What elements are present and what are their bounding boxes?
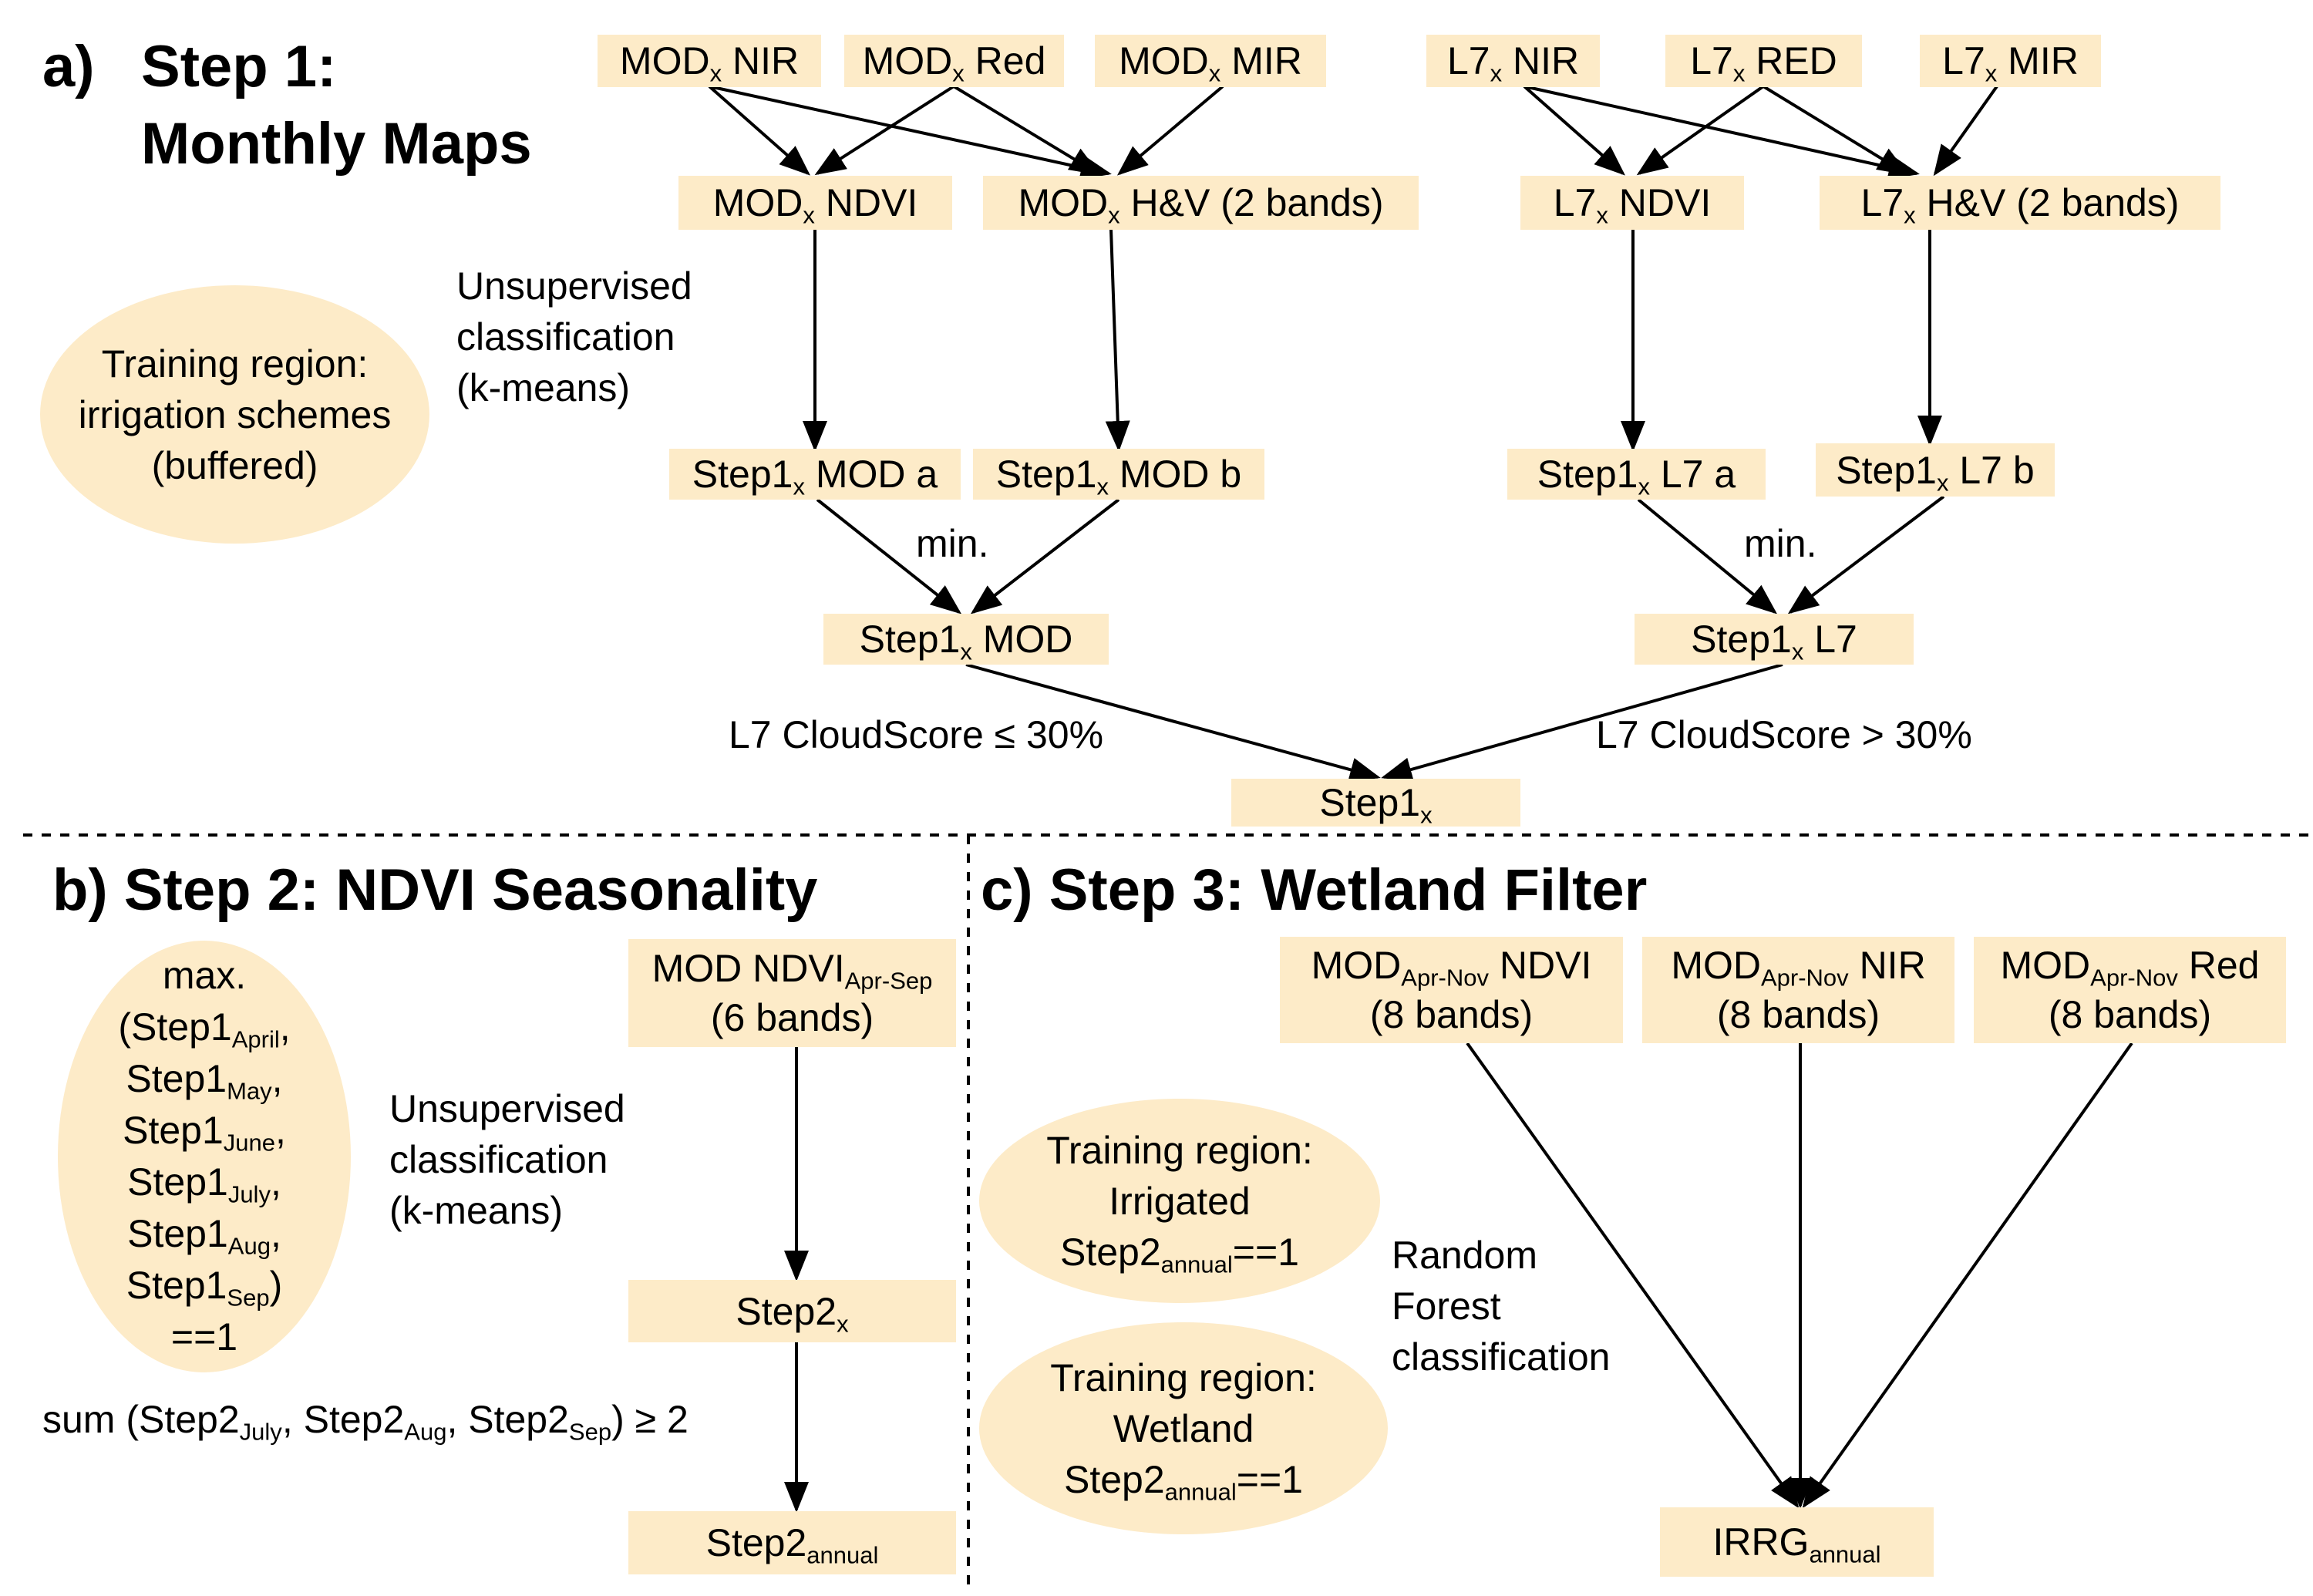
step3-nir-box: MODApr-Nov NIR (8 bands) (1642, 937, 1954, 1043)
step1-mod-a-box: Step1x MOD a (669, 449, 961, 500)
step1-l7-box: Step1x L7 (1635, 614, 1914, 665)
arrow-step1-mod-to-step1x (965, 663, 1381, 782)
mod-mir-box: MODx MIR (1095, 35, 1326, 87)
step3-ndvi-box: MODApr-Nov NDVI (8 bands) (1280, 937, 1623, 1043)
min-label-left: min. (916, 522, 989, 565)
mod-nir-box: MODx NIR (598, 35, 821, 87)
step1-mod-b-box: Step1x MOD b (973, 449, 1264, 500)
step2-annual-box: Step2annual (628, 1511, 956, 1574)
arrow-l7-nir-to-l7-hv (1523, 85, 1920, 180)
step2-max-ellipse: max. (Step1April, Step1May, Step1June, S… (58, 941, 351, 1372)
mod-ndvi-box: MODx NDVI (678, 176, 952, 230)
arrow-step1-mod-b-to-step1-mod (970, 498, 1120, 614)
heading-a-line1: Step 1: (141, 34, 337, 99)
step2-sum-label: sum (Step2July, Step2Aug, Step2Sep) ≥ 2 (42, 1398, 689, 1446)
heading-a-letter: a) (42, 34, 95, 99)
heading-c: c) Step 3: Wetland Filter (981, 857, 1648, 923)
arrow-step1-l7-a-to-step1-l7 (1637, 498, 1778, 614)
heading-b: b) Step 2: NDVI Seasonality (52, 857, 818, 923)
l7-nir-box: L7x NIR (1426, 35, 1600, 87)
training-region-irrigated-ellipse: Training region: Irrigated Step2annual==… (979, 1099, 1380, 1303)
arrow-l7-nir-to-l7-ndvi (1523, 85, 1625, 176)
arrow-mod-nir-to-mod-ndvi (708, 85, 810, 176)
arrow-mod-hv-to-step1-mod-b (1105, 229, 1130, 452)
arrow-step1-l7-to-step1x (1381, 663, 1783, 782)
step2-mod-ndvi-box: MOD NDVIApr-Sep (6 bands) (628, 939, 956, 1047)
cloudscore-high-label: L7 CloudScore > 30% (1596, 713, 1972, 756)
random-forest-label: Random Forest classification (1392, 1234, 1611, 1379)
step2x-box: Step2x (628, 1280, 956, 1342)
arrow-l7-mir-to-l7-hv (1933, 85, 1998, 177)
training-region-wetland-ellipse: Training region: Wetland Step2annual==1 (979, 1322, 1388, 1534)
arrow-mod-mir-to-mod-hv (1116, 85, 1224, 176)
mod-hv-box: MODx H&V (2 bands) (983, 176, 1419, 230)
step2-unsupervised-label: Unsupervised classification (k-means) (389, 1087, 625, 1232)
l7-mir-box: L7x MIR (1920, 35, 2101, 87)
arrow-l7-red-to-l7-ndvi (1636, 85, 1765, 176)
heading-a-line2: Monthly Maps (141, 111, 532, 177)
arrow-red-to-irrg (1802, 1042, 2133, 1509)
arrow-ndvi-to-irrg (1466, 1042, 1800, 1509)
arrow-step1-mod-a-to-step1-mod (816, 498, 962, 614)
step1x-final-box: Step1x (1231, 779, 1520, 827)
step1-l7-a-box: Step1x L7 a (1507, 449, 1766, 500)
l7-red-box: L7x RED (1665, 35, 1862, 87)
min-label-right: min. (1744, 522, 1817, 565)
l7-ndvi-box: L7x NDVI (1520, 176, 1744, 230)
arrow-mod-nir-to-mod-hv (709, 85, 1112, 180)
arrow-l7-red-to-l7-hv (1762, 85, 1909, 176)
step3-red-box: MODApr-Nov Red (8 bands) (1974, 937, 2286, 1043)
mod-red-box: MODx Red (844, 35, 1064, 87)
arrow-mod-red-to-mod-ndvi (814, 85, 955, 176)
arrow-mod-red-to-mod-hv (952, 85, 1101, 176)
step1-mod-box: Step1x MOD (823, 614, 1109, 665)
arrow-step1-l7-b-to-step1-l7 (1787, 495, 1945, 614)
irrg-annual-box: IRRGannual (1660, 1507, 1934, 1577)
step1-training-region-ellipse: Training region: irrigation schemes (buf… (40, 285, 429, 544)
step1-l7-b-box: Step1x L7 b (1816, 443, 2055, 497)
l7-hv-box: L7x H&V (2 bands) (1820, 176, 2220, 230)
step1-unsupervised-label: Unsupervised classification (k-means) (456, 264, 692, 409)
cloudscore-low-label: L7 CloudScore ≤ 30% (729, 713, 1104, 756)
